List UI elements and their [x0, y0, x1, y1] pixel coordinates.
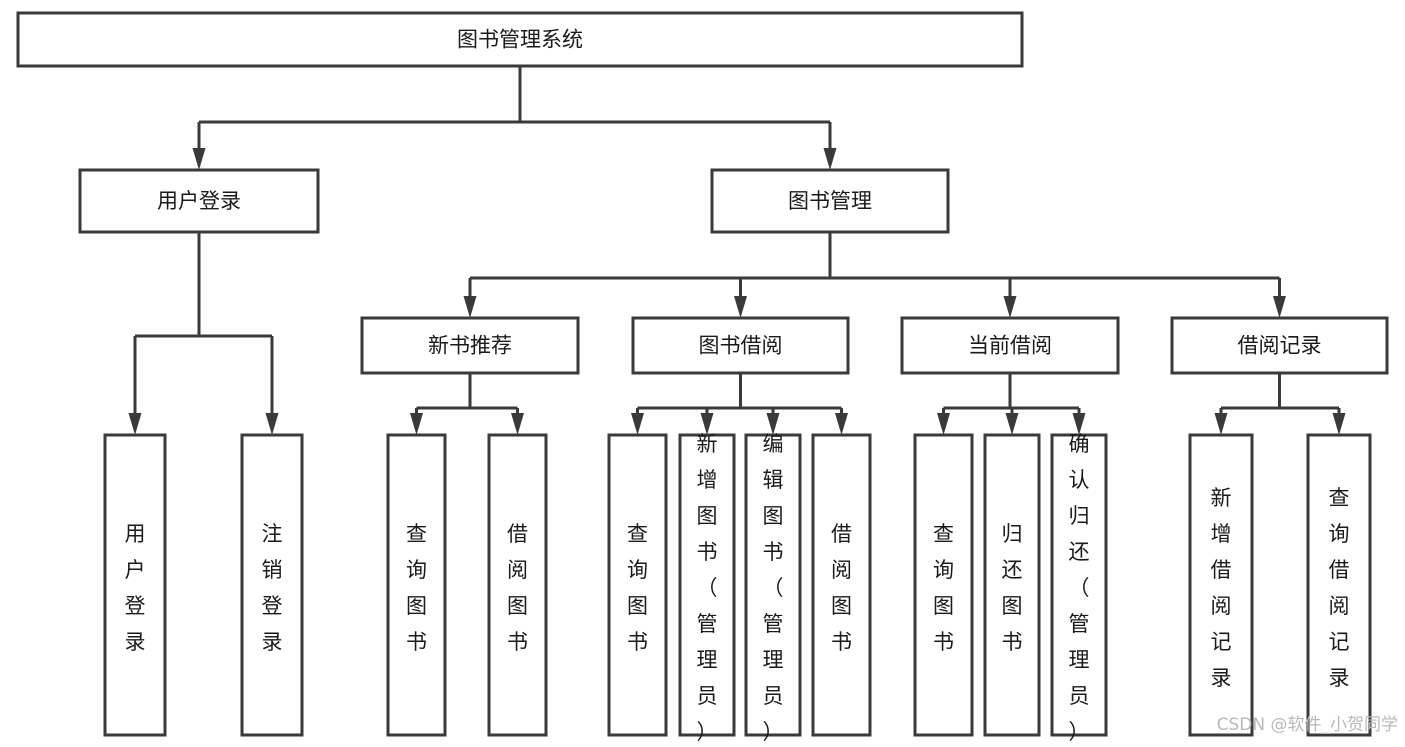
csdn-watermark: CSDN @软件_小贺同学: [1217, 715, 1398, 735]
node-label: 新增图书（管理员）: [697, 432, 718, 744]
arrow-head-icon: [937, 413, 950, 435]
node-box[interactable]: [678, 433, 736, 737]
node-leaf-borrow-edit[interactable]: 编辑图书（管理员）: [744, 432, 802, 744]
connector-group-current_borrow: [937, 373, 1086, 435]
node-box[interactable]: [1306, 433, 1372, 737]
node-box[interactable]: [240, 433, 304, 737]
node-box[interactable]: [103, 433, 167, 737]
node-box[interactable]: [78, 168, 320, 234]
connector-group-book_borrow: [631, 373, 848, 435]
connector-layer: [128, 66, 1346, 435]
node-leaf-user-logout[interactable]: 注销登录: [240, 433, 304, 737]
node-box[interactable]: [386, 433, 447, 737]
node-borrow-record[interactable]: 借阅记录: [1170, 316, 1389, 375]
node-box[interactable]: [1170, 316, 1389, 375]
node-label: 查询图书: [406, 522, 427, 654]
arrow-head-icon: [1332, 413, 1346, 435]
node-root[interactable]: 图书管理系统: [16, 11, 1024, 68]
node-label: 图书借阅: [699, 334, 783, 358]
node-book-borrow[interactable]: 图书借阅: [631, 316, 850, 375]
arrow-head-icon: [265, 413, 279, 435]
connector-group-book_manage: [463, 232, 1286, 318]
node-label: 图书管理系统: [457, 28, 583, 52]
connector-group-root: [192, 66, 837, 170]
arrow-head-icon: [734, 296, 747, 318]
arrow-head-icon: [463, 296, 477, 318]
node-label: 注销登录: [262, 522, 283, 654]
arrow-head-icon: [700, 413, 714, 435]
node-box[interactable]: [900, 316, 1120, 375]
node-leaf-borrow-add[interactable]: 新增图书（管理员）: [678, 432, 736, 744]
node-leaf-borrow-query[interactable]: 查询图书: [607, 433, 668, 737]
arrow-head-icon: [192, 148, 206, 170]
node-box[interactable]: [811, 433, 872, 737]
node-new-book-rec[interactable]: 新书推荐: [360, 316, 580, 375]
node-leaf-rec-add[interactable]: 新增借阅记录: [1188, 433, 1254, 737]
node-box[interactable]: [631, 316, 850, 375]
node-leaf-borrow-do[interactable]: 借阅图书: [811, 433, 872, 737]
node-box[interactable]: [16, 11, 1024, 68]
arrow-head-icon: [823, 148, 837, 170]
node-label: 归还图书: [1002, 522, 1023, 654]
arrow-head-icon: [1072, 413, 1086, 435]
node-box[interactable]: [607, 433, 668, 737]
node-box[interactable]: [1050, 433, 1108, 737]
node-user-login[interactable]: 用户登录: [78, 168, 320, 234]
node-label: 查询图书: [933, 522, 954, 654]
node-leaf-cur-confirm[interactable]: 确认归还（管理员）: [1050, 432, 1108, 744]
node-label: 新增借阅记录: [1211, 486, 1232, 690]
node-layer: 图书管理系统用户登录图书管理新书推荐图书借阅当前借阅借阅记录用户登录注销登录查询…: [16, 11, 1389, 744]
node-label: 当前借阅: [968, 334, 1052, 358]
node-leaf-rec-borrow[interactable]: 借阅图书: [487, 433, 548, 737]
node-book-manage[interactable]: 图书管理: [710, 168, 950, 234]
arrow-head-icon: [766, 413, 780, 435]
connector-group-borrow_record: [1214, 373, 1346, 435]
arrow-head-icon: [128, 413, 142, 435]
arrow-head-icon: [1273, 296, 1286, 318]
arrow-head-icon: [410, 413, 423, 435]
node-box[interactable]: [1188, 433, 1254, 737]
node-label: 用户登录: [125, 522, 146, 654]
node-current-borrow[interactable]: 当前借阅: [900, 316, 1120, 375]
arrow-head-icon: [1005, 413, 1019, 435]
arrow-head-icon: [511, 413, 524, 435]
arrow-head-icon: [631, 413, 644, 435]
node-label: 借阅图书: [507, 522, 528, 654]
connector-group-user_login: [128, 232, 279, 435]
node-label: 图书管理: [788, 189, 872, 213]
node-label: 查询借阅记录: [1329, 486, 1350, 690]
node-leaf-cur-query[interactable]: 查询图书: [913, 433, 974, 737]
node-leaf-rec-query[interactable]: 查询图书: [386, 433, 447, 737]
node-label: 编辑图书（管理员）: [763, 432, 784, 744]
arrow-head-icon: [1214, 413, 1228, 435]
node-box[interactable]: [487, 433, 548, 737]
node-box[interactable]: [710, 168, 950, 234]
arrow-head-icon: [1003, 296, 1017, 318]
node-label: 借阅记录: [1238, 334, 1322, 358]
node-box[interactable]: [360, 316, 580, 375]
node-box[interactable]: [913, 433, 974, 737]
node-label: 新书推荐: [428, 334, 512, 358]
node-label: 借阅图书: [831, 522, 852, 654]
node-leaf-cur-return[interactable]: 归还图书: [983, 433, 1041, 737]
node-box[interactable]: [983, 433, 1041, 737]
node-label: 确认归还（管理员）: [1069, 432, 1090, 744]
node-leaf-user-login[interactable]: 用户登录: [103, 433, 167, 737]
connector-group-new_book_rec: [410, 373, 524, 435]
node-label: 查询图书: [627, 522, 648, 654]
node-box[interactable]: [744, 433, 802, 737]
node-label: 用户登录: [157, 189, 241, 213]
node-leaf-rec-search[interactable]: 查询借阅记录: [1306, 433, 1372, 737]
arrow-head-icon: [835, 413, 848, 435]
